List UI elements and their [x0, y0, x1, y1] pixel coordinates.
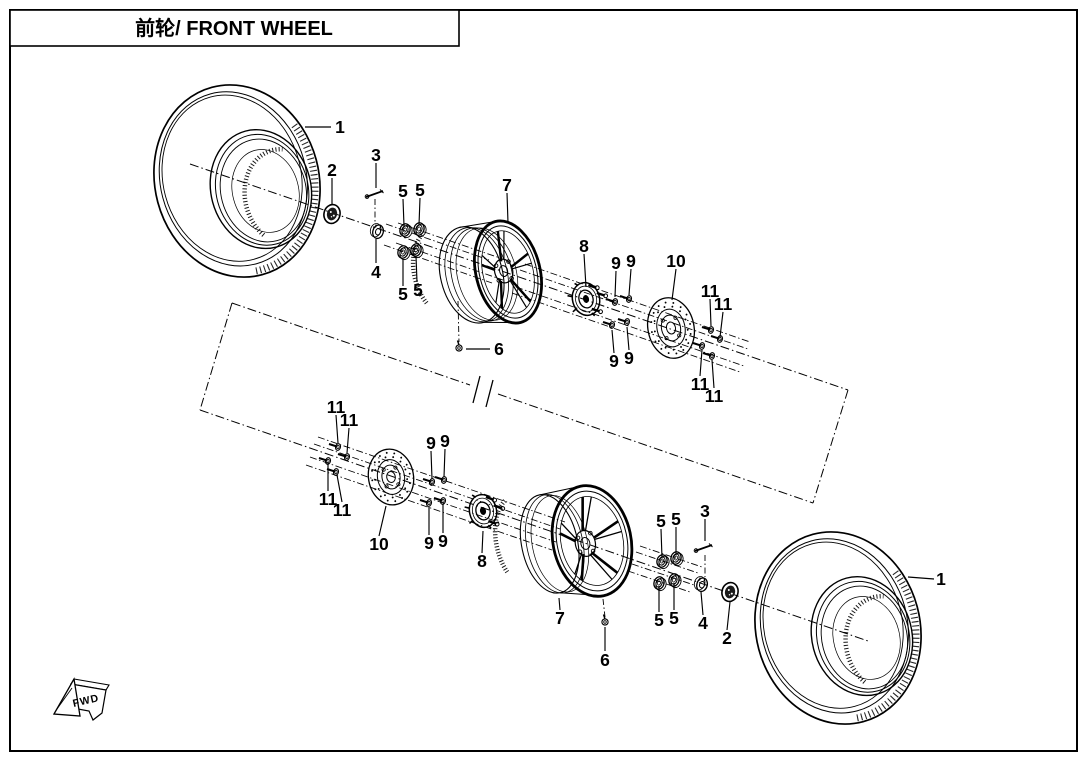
callout-label-1: 1 [335, 117, 345, 137]
callout-label-9: 9 [438, 531, 448, 551]
callout-label-5: 5 [398, 181, 408, 201]
rim-spokes [559, 496, 622, 581]
callout-label-4: 4 [698, 613, 708, 633]
callout-label-11: 11 [701, 281, 720, 301]
callout-label-5: 5 [398, 284, 408, 304]
callout-label-6: 6 [494, 339, 504, 359]
callout-label-5: 5 [413, 280, 423, 300]
callout-label-5: 5 [654, 610, 664, 630]
callout-label-7: 7 [502, 175, 512, 195]
callout-label-11: 11 [705, 386, 724, 406]
page-border [9, 9, 1078, 752]
callout-label-3: 3 [700, 501, 710, 521]
callout-label-9: 9 [624, 348, 634, 368]
break-marks [472, 375, 494, 408]
callout-leader-lines-top [305, 126, 724, 389]
callout-label-5: 5 [656, 511, 666, 531]
callout-label-11: 11 [340, 410, 359, 430]
callout-label-6: 6 [600, 650, 610, 670]
callout-label-1: 1 [936, 569, 946, 589]
rim-spokes [481, 230, 532, 309]
callout-leader-lines-bottom [327, 414, 935, 651]
callout-label-11: 11 [691, 374, 710, 394]
callout-label-8: 8 [579, 236, 589, 256]
callout-label-2: 2 [722, 628, 732, 648]
fwd-arrow-label: FWD [72, 692, 101, 710]
fwd-arrow: FWD [52, 677, 110, 721]
callout-label-11: 11 [327, 397, 346, 417]
callout-label-4: 4 [371, 262, 381, 282]
callout-label-10: 10 [666, 251, 686, 271]
callout-label-9: 9 [626, 251, 636, 271]
callout-label-2: 2 [327, 160, 337, 180]
brake-disc-10-bottom [367, 448, 415, 506]
callout-label-11: 11 [319, 489, 338, 509]
rim-7-bottom [492, 484, 634, 598]
rim-7-top [410, 219, 543, 325]
callout-label-5: 5 [415, 180, 425, 200]
callout-label-7: 7 [555, 608, 565, 628]
callout-label-3: 3 [371, 145, 381, 165]
disc-drill-holes [371, 451, 411, 503]
callout-label-10: 10 [369, 534, 389, 554]
callout-label-8: 8 [477, 551, 487, 571]
callout-label-11: 11 [714, 294, 733, 314]
callout-label-9: 9 [426, 433, 436, 453]
page-title: 前轮/ FRONT WHEEL [135, 16, 333, 40]
callout-label-9: 9 [611, 253, 621, 273]
disc-drill-holes [650, 301, 692, 355]
title-box [9, 9, 460, 47]
axis-centerlines [189, 163, 869, 642]
dashdot-leaders [374, 199, 706, 618]
callout-label-9: 9 [424, 533, 434, 553]
callout-label-5: 5 [669, 608, 679, 628]
callout-label-9: 9 [609, 351, 619, 371]
callout-label-5: 5 [671, 509, 681, 529]
callout-label-11: 11 [333, 500, 352, 520]
callout-label-9: 9 [440, 431, 450, 451]
brake-disc-10-top [646, 297, 696, 359]
